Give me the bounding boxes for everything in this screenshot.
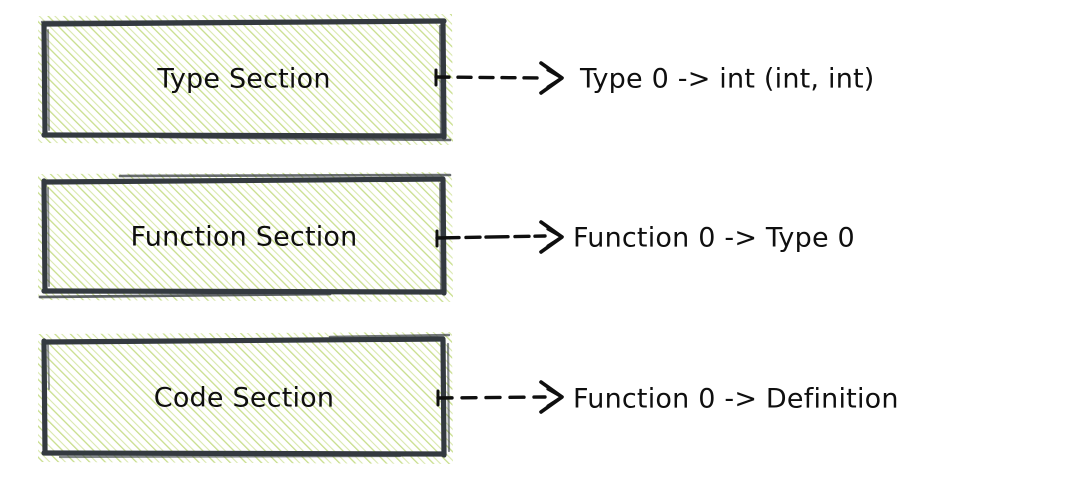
code-section-box-fill — [38, 332, 453, 464]
type-section-box-outline — [40, 18, 452, 142]
function-section-arrowhead — [539, 220, 564, 254]
code-section-box-label: Code Section — [153, 382, 335, 414]
type-section-arrow — [434, 61, 564, 95]
code-section-box-outline — [41, 333, 451, 459]
type-section-arrowhead — [539, 61, 564, 95]
code-section-arrow-label: Function 0 -> Definition — [573, 383, 899, 415]
code-section-group — [38, 332, 564, 464]
function-section-box-label: Function Section — [130, 221, 358, 253]
type-section-group — [38, 14, 564, 145]
type-section-box-label: Type Section — [157, 63, 331, 95]
function-section-group — [38, 172, 564, 302]
function-section-box-fill — [38, 172, 453, 302]
code-section-arrow — [436, 380, 564, 414]
type-section-arrow-label: Type 0 -> int (int, int) — [580, 63, 875, 95]
function-section-arrow — [435, 220, 564, 254]
code-section-arrowhead — [539, 380, 564, 414]
type-section-box-fill — [38, 14, 453, 145]
function-section-arrow-label: Function 0 -> Type 0 — [573, 222, 855, 254]
